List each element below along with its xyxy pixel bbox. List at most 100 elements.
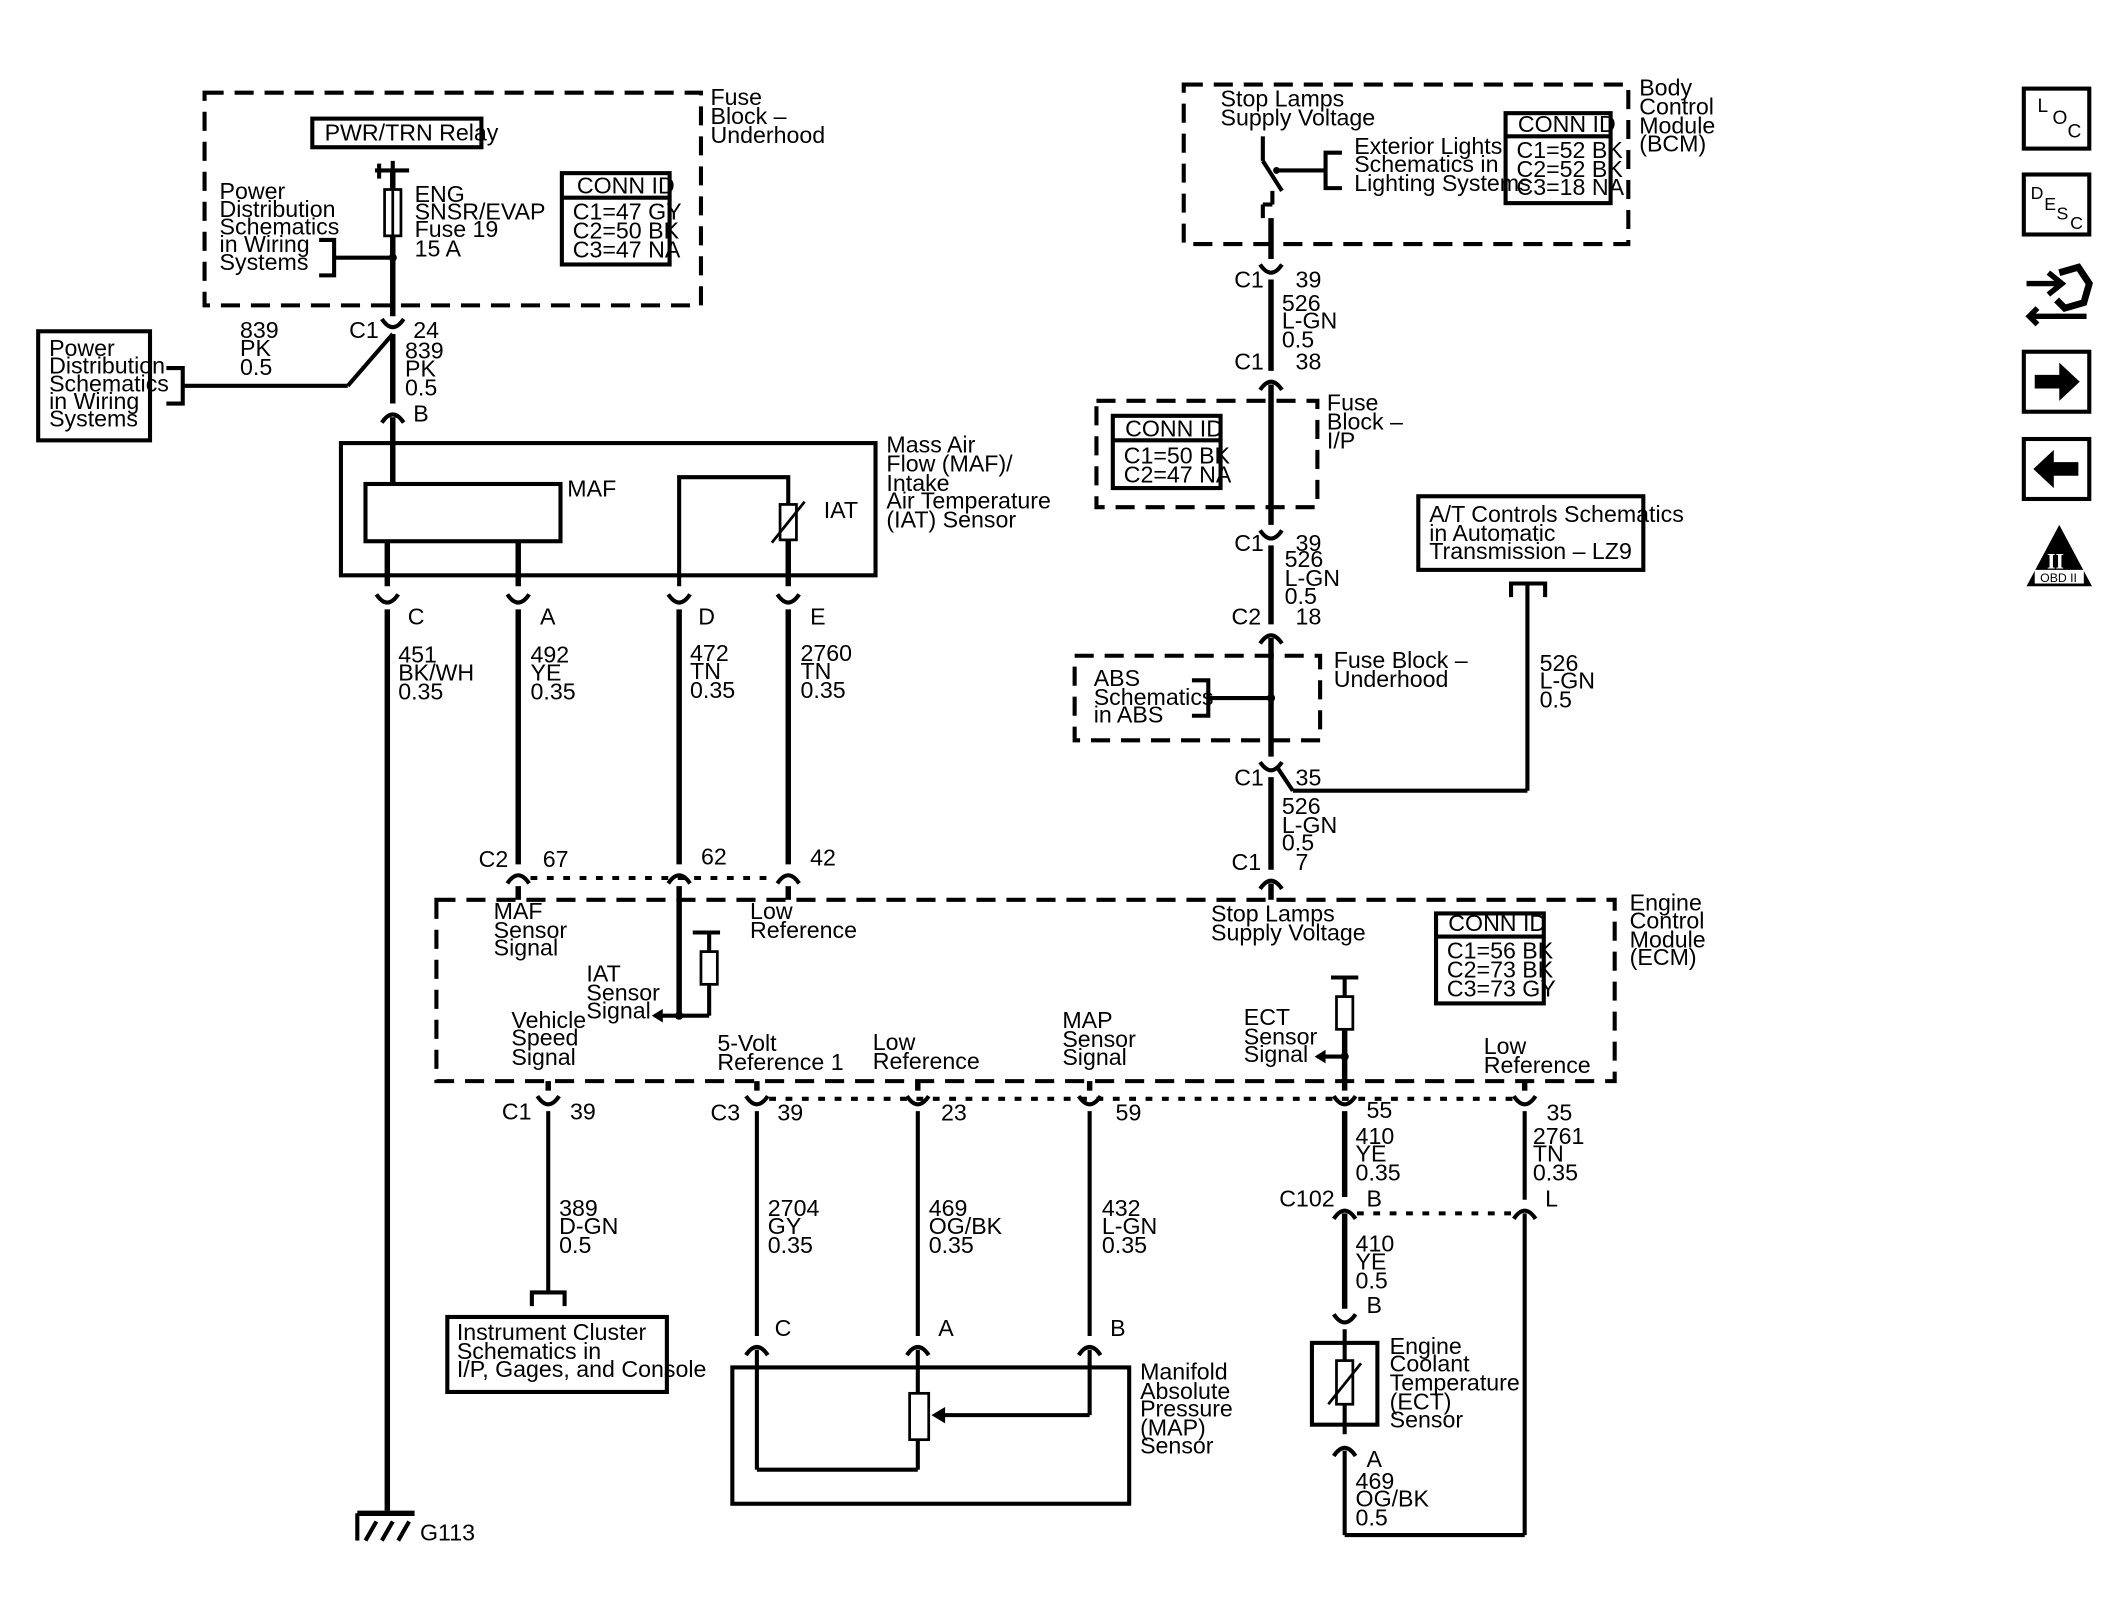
ecm-c3-conn: C3	[711, 1100, 741, 1126]
ecm-ect-signal-1: ECT	[1244, 1004, 1290, 1030]
loc-button[interactable]: L O C	[2021, 86, 2092, 151]
power-ref-1: Power	[220, 178, 286, 204]
ecm-stop-lamps-1: Stop Lamps	[1211, 901, 1335, 927]
conn-id-fuse-block: CONN ID C1=47 GY C2=50 BK C3=47 NA	[559, 171, 682, 267]
ecm-map-signal-1: MAP	[1062, 1007, 1112, 1033]
fuse-block-underhood-2: Fuse Block – Underhood ABS Schematics in…	[1072, 647, 1468, 743]
conn-id-row: C3=47 NA	[573, 237, 681, 263]
ecm-c2-pin-62: 62	[701, 843, 727, 869]
ecm-maf-signal-2: Sensor	[494, 917, 568, 943]
wire-410-a-color: YE	[1356, 1141, 1387, 1167]
wire-492-size: 0.35	[531, 678, 576, 704]
wire-839-right-2: PK	[405, 355, 436, 381]
bcm-ext-lights-3: Lighting Systems	[1354, 170, 1530, 196]
ecm-ect-signal-3: Signal	[1244, 1041, 1308, 1067]
ect-title-5: Sensor	[1390, 1406, 1464, 1432]
map-title-5: Sensor	[1140, 1432, 1214, 1458]
bcm-ext-lights-1: Exterior Lights	[1354, 133, 1502, 159]
maf-sensor-title-1: Mass Air	[886, 432, 975, 458]
ecm-title-2: Control	[1630, 907, 1705, 933]
ecm-low-ref-right-1: Low	[1484, 1033, 1527, 1059]
ecm-stop-lamps-2: Supply Voltage	[1211, 920, 1366, 946]
wire-469-color: OG/BK	[929, 1213, 1003, 1239]
wire-410-b-color: YE	[1356, 1248, 1387, 1274]
ecm-vss-2: Speed	[511, 1025, 578, 1051]
wire-2704-color: GY	[768, 1213, 801, 1239]
ecm-maf-signal-1: MAF	[494, 898, 543, 924]
fuse-block-ip-title-3: I/P	[1327, 428, 1355, 454]
obd-ii-label: OBD II	[2040, 571, 2077, 585]
ect-title-1: Engine	[1390, 1333, 1462, 1359]
arrow-right-icon	[2034, 362, 2080, 401]
fuse-block-2-title-2: Underhood	[1334, 666, 1449, 692]
next-page-button[interactable]	[2021, 349, 2092, 414]
obd-ii-numeral: II	[2047, 550, 2064, 574]
map-title-2: Absolute	[1140, 1378, 1230, 1404]
wire-469-ect-color: OG/BK	[1356, 1485, 1430, 1511]
conn-id-row: C1=52 BK	[1516, 137, 1623, 163]
wire-432-num: 432	[1102, 1195, 1141, 1221]
iat-pullup-resistor	[699, 950, 719, 986]
fuse-block-underhood-title-3: Underhood	[711, 122, 826, 148]
fuse-block-underhood: Fuse Block – Underhood PWR/TRN Relay ENG…	[202, 84, 826, 317]
c1-38-pin: 38	[1296, 348, 1322, 374]
wire-389-size: 0.5	[559, 1232, 591, 1258]
map-pin-b: B	[1110, 1315, 1125, 1341]
bcm-title-3: Module	[1639, 113, 1715, 139]
maf-element	[363, 481, 563, 544]
c2-18-pin: 18	[1296, 603, 1322, 629]
desc-button[interactable]: D E S C	[2021, 172, 2092, 237]
ecm-5v-ref-1: 5-Volt	[717, 1030, 777, 1056]
map-potentiometer	[908, 1391, 931, 1442]
instrument-cluster-ref: Instrument Cluster Schematics in I/P, Ga…	[445, 1314, 707, 1395]
ecm-c3-pin-59: 59	[1116, 1100, 1142, 1126]
maf-pin-e: E	[810, 603, 825, 629]
prev-page-button[interactable]	[2021, 436, 2092, 502]
wire-526-at-num: 526	[1540, 650, 1579, 676]
c1-24-pin: 24	[413, 317, 439, 343]
ecm-low-ref-top-1: Low	[750, 898, 793, 924]
loc-letter: L	[2037, 96, 2048, 117]
obd-ii-button[interactable]: II OBD II	[2026, 524, 2092, 587]
conn-id-row: C2=73 BK	[1447, 957, 1554, 983]
fuse-block-ip: Fuse Block – I/P CONN ID C1=50 BK C2=47 …	[1094, 389, 1403, 510]
desc-letter: S	[2057, 203, 2069, 223]
c1-39-top-conn: C1	[1234, 267, 1264, 293]
ecm-iat-signal-2: Sensor	[586, 980, 660, 1006]
conn-id-row: C1=50 BK	[1124, 443, 1231, 469]
ecm-low-ref-right-2: Reference	[1484, 1052, 1591, 1078]
instrument-cluster-3: I/P, Gages, and Console	[457, 1356, 707, 1382]
ect-pin-b: B	[1366, 1292, 1381, 1318]
wire-432-size: 0.35	[1102, 1232, 1147, 1258]
fuse-block-2-title-1: Fuse Block –	[1334, 647, 1468, 673]
conn-id-row: C1=56 BK	[1447, 937, 1554, 963]
ecm-c3-pin-23: 23	[941, 1100, 967, 1126]
fuse-label-1: ENG	[415, 181, 465, 207]
wire-451-num: 451	[398, 642, 437, 668]
maf-sensor-title-3: Intake	[886, 470, 949, 496]
wire-2704-num: 2704	[768, 1195, 820, 1221]
wire-410-b-size: 0.5	[1356, 1267, 1388, 1293]
wire-469-ect-size: 0.5	[1356, 1505, 1388, 1531]
wire-839-right-3: 0.5	[405, 374, 437, 400]
wire-839-left-2: PK	[240, 335, 271, 361]
wire-2761-size: 0.35	[1533, 1160, 1578, 1186]
ecm-c3-pin-35: 35	[1546, 1100, 1572, 1126]
ect-pullup-resistor	[1335, 995, 1355, 1031]
power-distribution-ref: Power Distribution Schematics in Wiring …	[36, 329, 185, 443]
ecm-c2-conn: C2	[479, 846, 509, 872]
connector-end-view-icon[interactable]	[2025, 263, 2093, 327]
fuse-block-underhood-title-2: Block –	[711, 103, 787, 129]
map-pin-c: C	[775, 1315, 792, 1341]
conn-id-row: C3=18 NA	[1516, 174, 1624, 200]
c102-pin-l: L	[1545, 1186, 1558, 1212]
at-controls-2: in Automatic	[1429, 520, 1555, 546]
ecm-c3-pin-39: 39	[777, 1100, 803, 1126]
bcm-stop-lamps-1: Stop Lamps	[1221, 85, 1345, 111]
wire-472-size: 0.35	[690, 677, 735, 703]
power-ref-5: Systems	[220, 249, 309, 275]
maf-pin-a: A	[540, 603, 556, 629]
wire-526-a-size: 0.5	[1282, 327, 1314, 353]
power-ref-2: Distribution	[220, 196, 336, 222]
